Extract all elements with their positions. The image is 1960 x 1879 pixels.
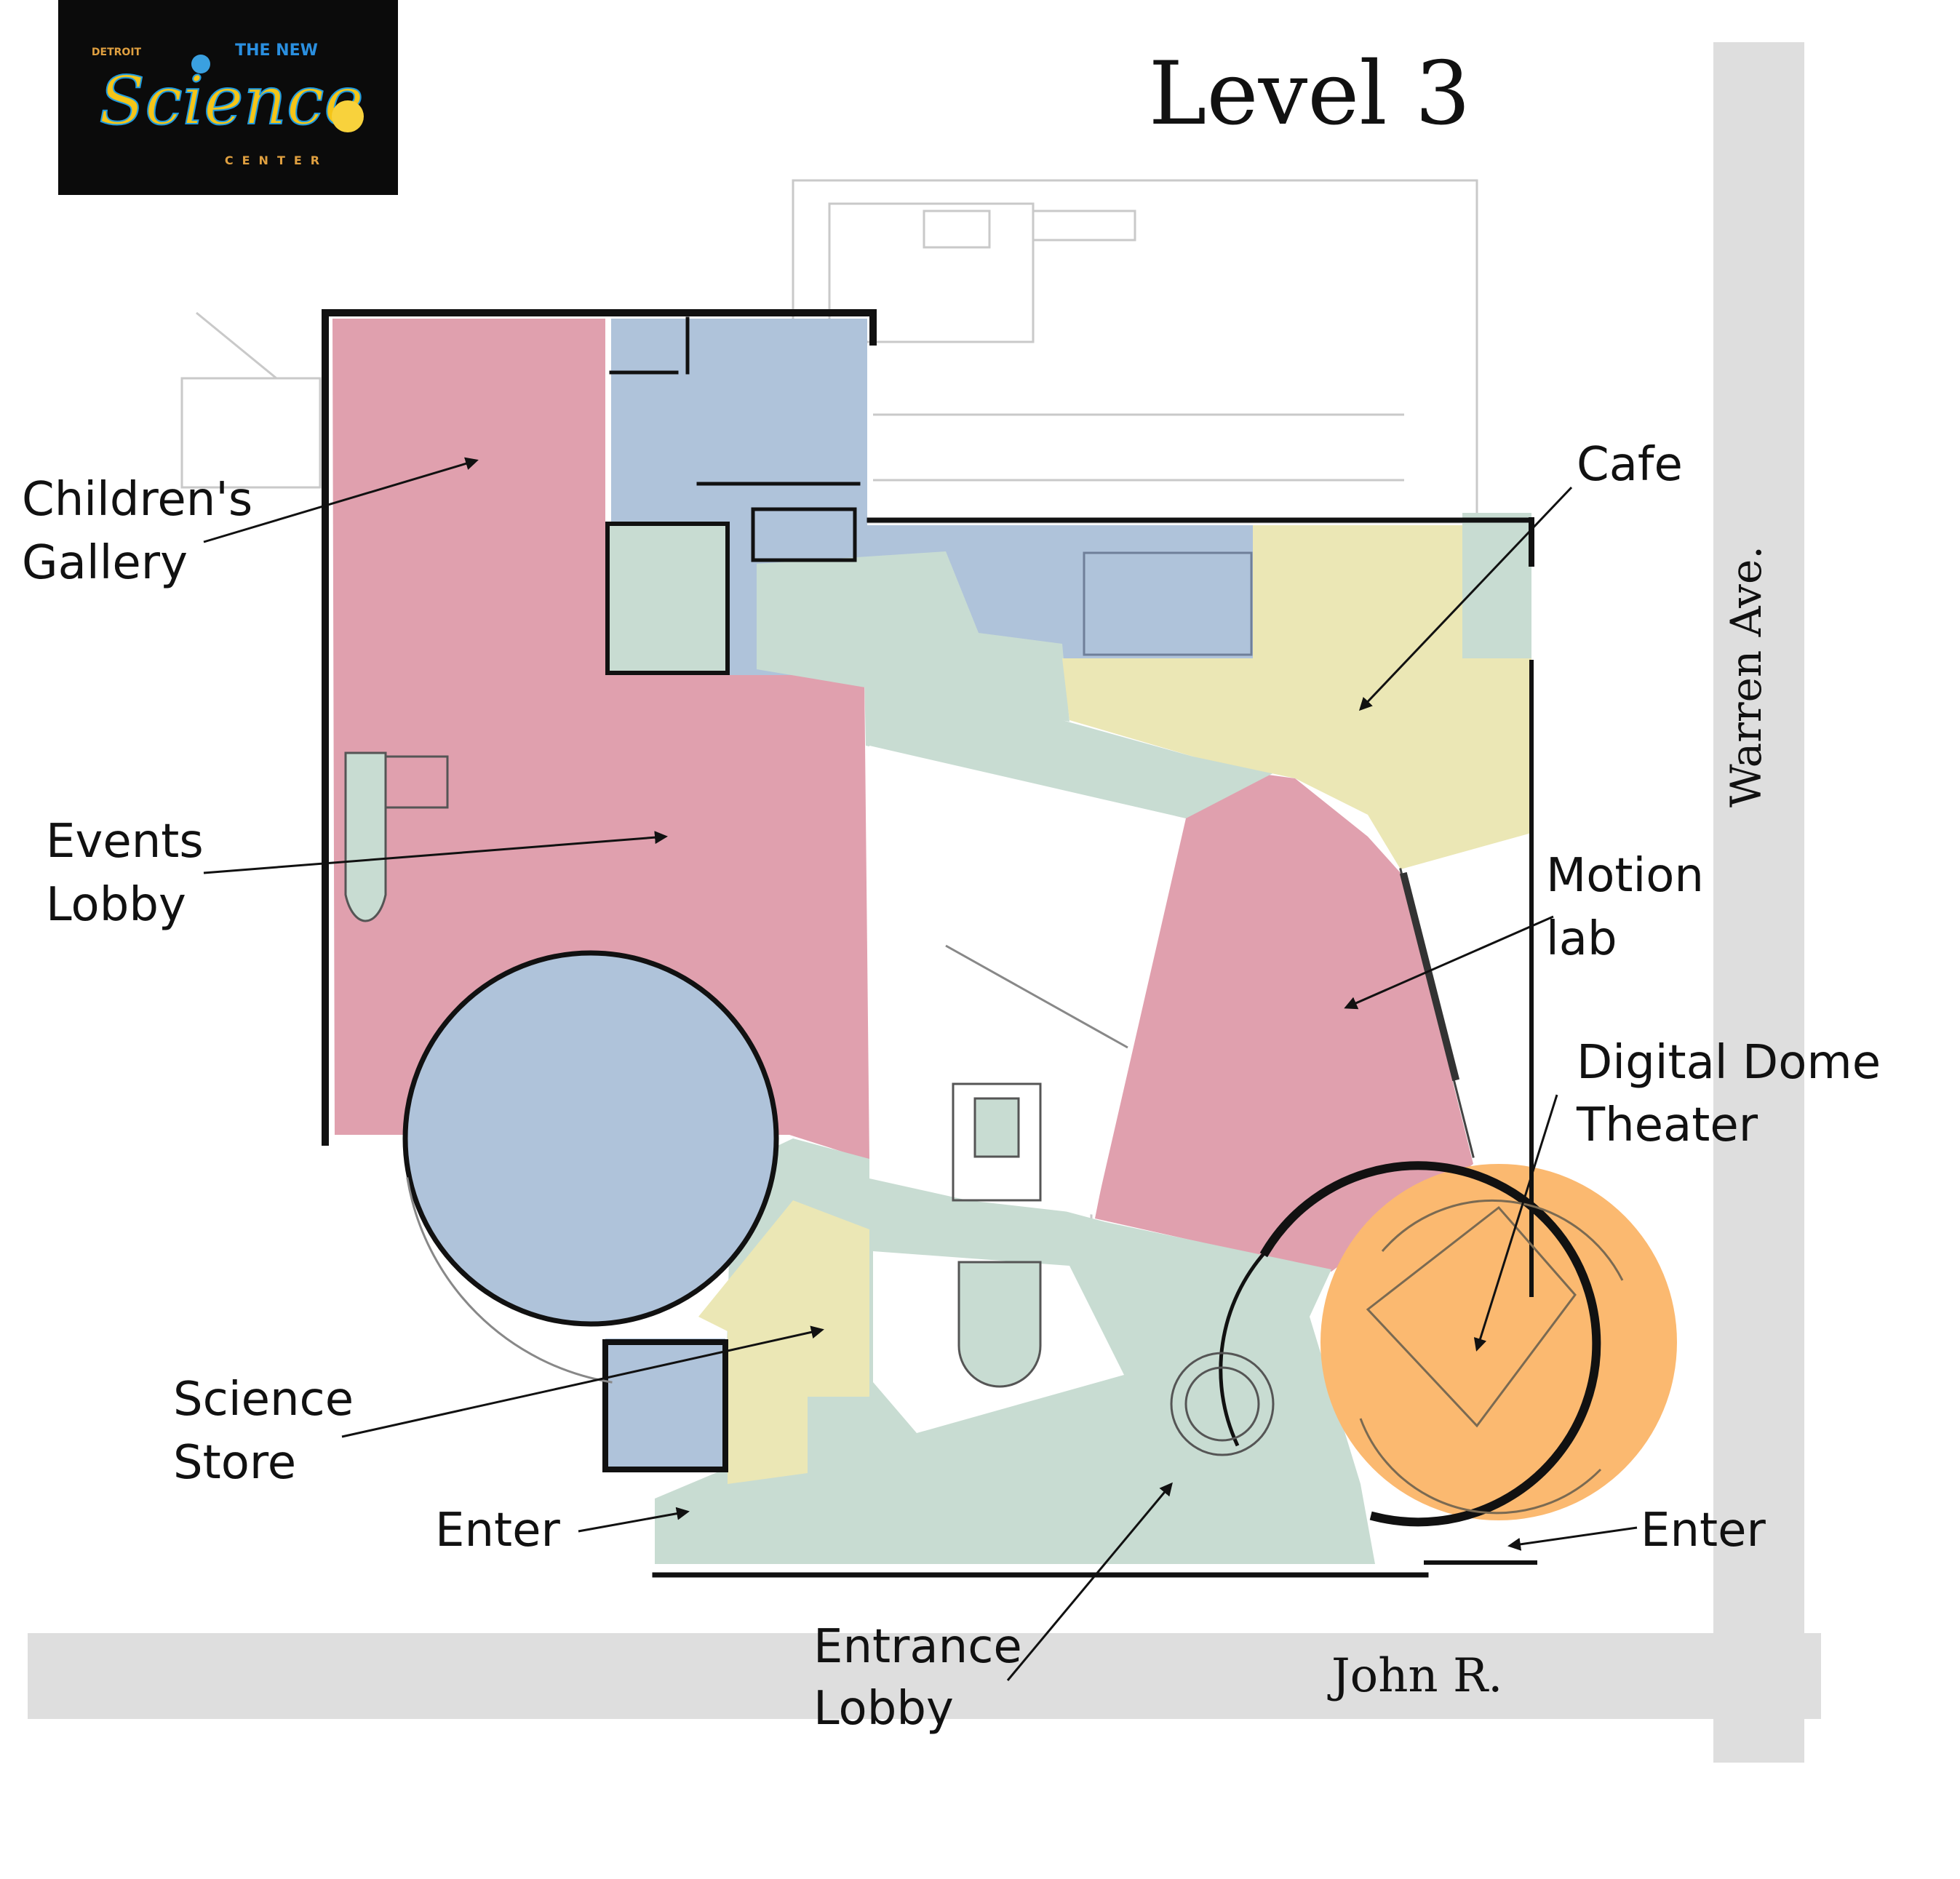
logo-top-line: THE NEW [235,41,318,60]
restroom-block [757,551,1069,722]
cafe-stair [1462,513,1531,658]
label-cafe: Cafe [1577,438,1683,492]
john-r-street [28,1633,1821,1719]
events-lobby-zone [332,319,869,1160]
page-title: Level 3 [1149,44,1470,145]
label-digital-dome-theater: Digital Dome Theater [1576,1036,1895,1152]
lightbulb-icon [332,100,364,132]
walls [322,309,1601,1578]
warren-ave-label: Warren Ave. [1721,546,1771,807]
stair-blue [605,1339,725,1469]
globe-icon [191,55,210,73]
warren-ave-street [1713,42,1804,1763]
label-science-store: Science Store [173,1373,368,1490]
cafe-zone [1062,525,1531,869]
logo-background [58,0,398,195]
label-entrance-lobby: Entrance Lobby [813,1620,1037,1736]
john-r-label: John R. [1327,1649,1503,1703]
elevator-block [607,524,728,673]
label-events-lobby: Events Lobby [46,815,218,932]
label-enter-west: Enter [435,1504,560,1557]
motion-lab-zone [1095,764,1473,1272]
digital-dome-circle [1320,1164,1677,1520]
logo-side-text: DETROIT [92,47,142,58]
room-labels: Children's Gallery Events Lobby Science … [22,438,1895,1736]
label-enter-east: Enter [1641,1504,1766,1557]
label-childrens-gallery: Children's Gallery [22,473,268,590]
stair-details [344,551,1624,1515]
logo-word: Science [99,62,364,140]
blue-dome-circle [405,953,776,1324]
leader-arrows [203,457,1638,1681]
north-corridor [864,673,1284,818]
zones [332,319,1677,1564]
science-store-zone [698,1200,869,1484]
logo-bottom-text: CENTER [225,153,328,167]
atrium-void [869,746,1186,1215]
label-motion-lab: Motion lab [1546,849,1718,966]
science-center-logo: THE NEW DETROIT Science CENTER [58,0,398,195]
